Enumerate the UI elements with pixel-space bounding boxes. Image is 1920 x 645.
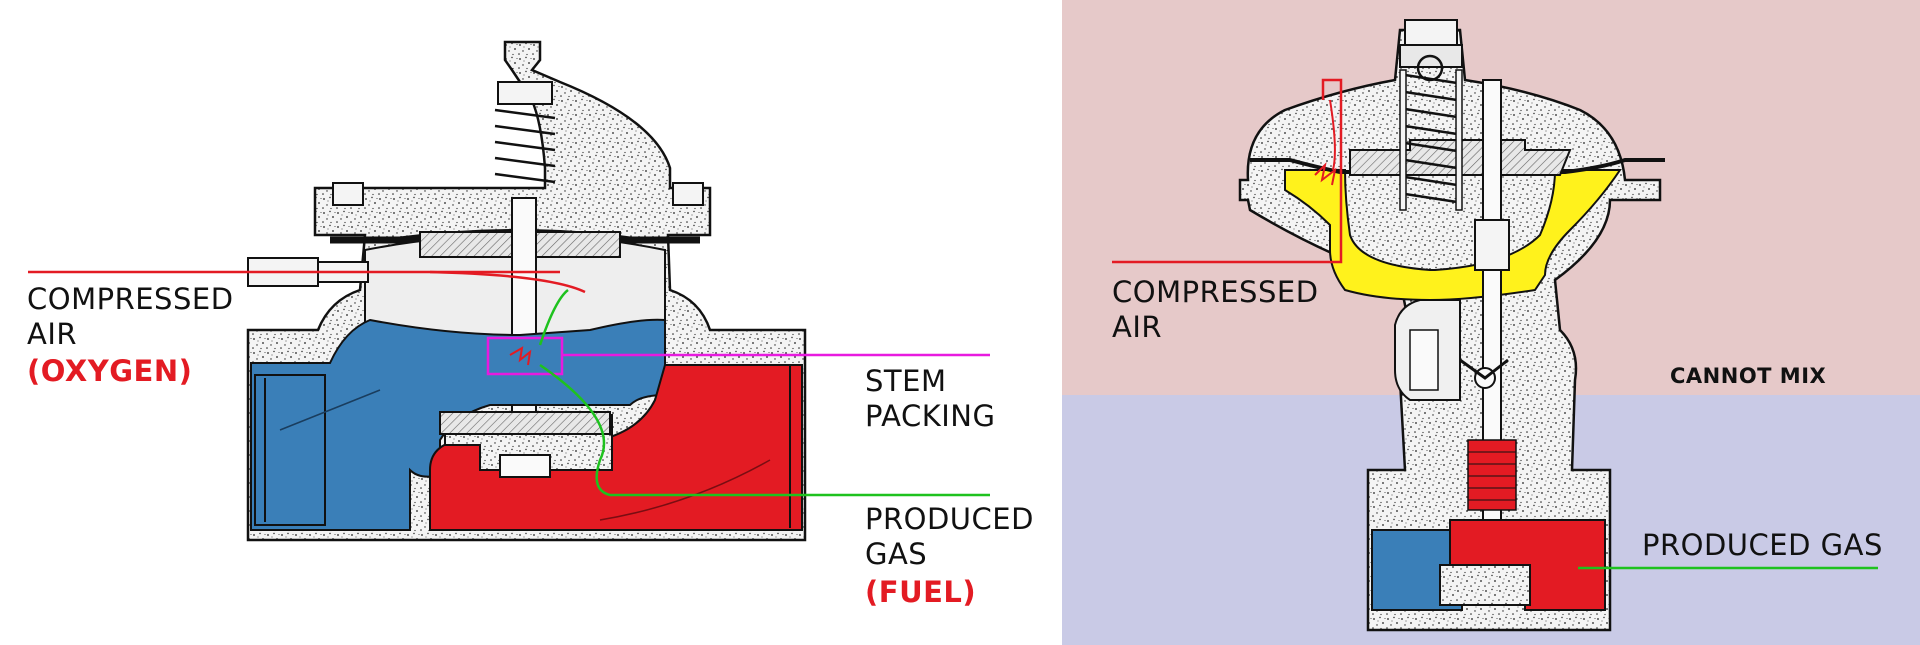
- right-compressed-air-line-1: COMPRESSED: [1112, 275, 1319, 309]
- left-oxygen-label: (OXYGEN): [27, 354, 193, 388]
- right-valve: [1238, 19, 1665, 632]
- left-produced-gas-line-2: GAS: [865, 537, 928, 571]
- right-produced-gas-label: PRODUCED GAS: [1642, 528, 1883, 562]
- right-spring: [1404, 54, 1458, 204]
- stem-packing-line-1: STEM: [865, 364, 947, 398]
- left-produced-gas-line-1: PRODUCED: [865, 502, 1034, 536]
- left-valve: [246, 40, 807, 542]
- right-compressed-air-label: COMPRESSED AIR: [1112, 275, 1319, 345]
- right-yellow-chamber: [1284, 169, 1622, 302]
- left-compressed-air-line-2: AIR: [27, 317, 78, 351]
- left-produced-gas-label: PRODUCED GAS: [865, 502, 1034, 572]
- stem-packing-line-2: PACKING: [865, 399, 996, 433]
- stem-packing-label: STEM PACKING: [865, 364, 995, 434]
- cannot-mix-label: CANNOT MIX: [1670, 364, 1827, 388]
- fuel-label: (FUEL): [865, 575, 977, 609]
- left-compressed-air-line-1: COMPRESSED: [27, 282, 234, 316]
- left-compressed-air-label: COMPRESSED AIR: [27, 282, 234, 352]
- right-compressed-air-line-2: AIR: [1112, 310, 1163, 344]
- left-spring: [494, 108, 556, 184]
- right-air-line: [1112, 78, 1343, 264]
- left-gas-line: [538, 289, 990, 497]
